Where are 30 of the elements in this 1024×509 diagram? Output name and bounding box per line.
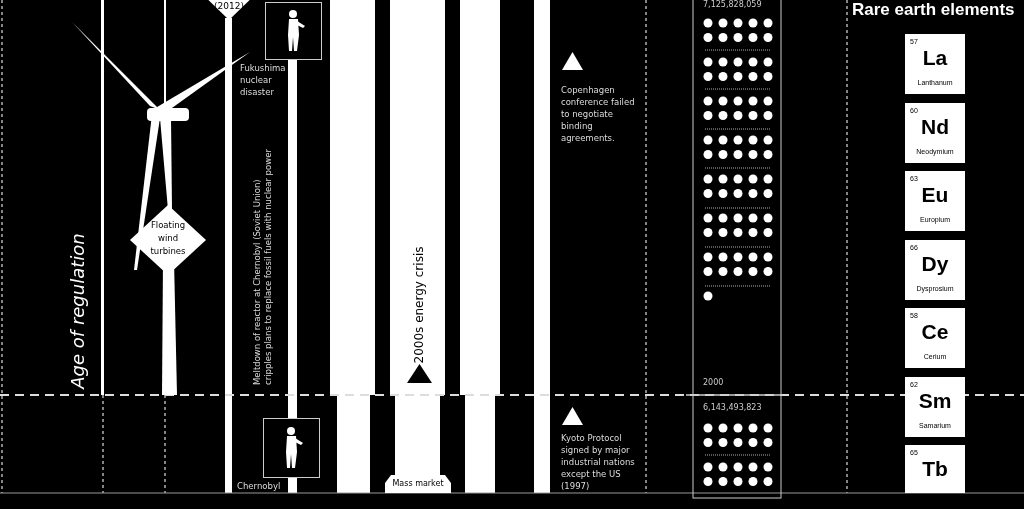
element-tile	[905, 102, 965, 163]
element-symbol: Tb	[921, 456, 949, 482]
icon-frame	[263, 418, 320, 478]
section-title: Rare earth elements	[852, 0, 1016, 21]
element-tile	[905, 308, 965, 368]
icon-frame	[265, 2, 322, 60]
element-tile	[905, 171, 965, 231]
event-label: Mass market	[391, 479, 445, 489]
element-symbol: Dy	[920, 250, 950, 277]
event-label: 2000s energy crisis	[412, 245, 426, 366]
element-tile	[905, 239, 965, 300]
element-tile	[905, 34, 965, 94]
element-symbol: Sm	[917, 387, 953, 414]
event-label: Floating wind turbines	[149, 219, 187, 258]
event-description: Fukushima nuclear disaster	[240, 62, 287, 98]
element-symbol: Ce	[920, 319, 950, 345]
event-description: Copenhagen conference failed to negotiate binding agreements.	[561, 84, 636, 144]
element-tile	[905, 445, 965, 493]
element-symbol: Nd	[920, 113, 950, 140]
event-description: Kyoto Protocol signed by major industrial nations except the US (1997)	[561, 432, 636, 492]
element-symbol: Eu	[920, 182, 950, 208]
event-description: Chernobyl	[237, 480, 282, 492]
population-count: 7,125,828,059	[703, 0, 763, 10]
element-symbol: La	[921, 45, 949, 71]
era-label: Age of regulation	[67, 232, 89, 392]
year-label: 2000	[703, 377, 725, 389]
event-shape	[385, 475, 451, 493]
population-count: 6,143,493,823	[703, 402, 763, 414]
event-description: Meltdown of reactor at Chernobyl (Soviet Union) cripples plans to replace fossil fuels with nuclear power	[252, 148, 274, 385]
element-tile	[905, 376, 965, 437]
